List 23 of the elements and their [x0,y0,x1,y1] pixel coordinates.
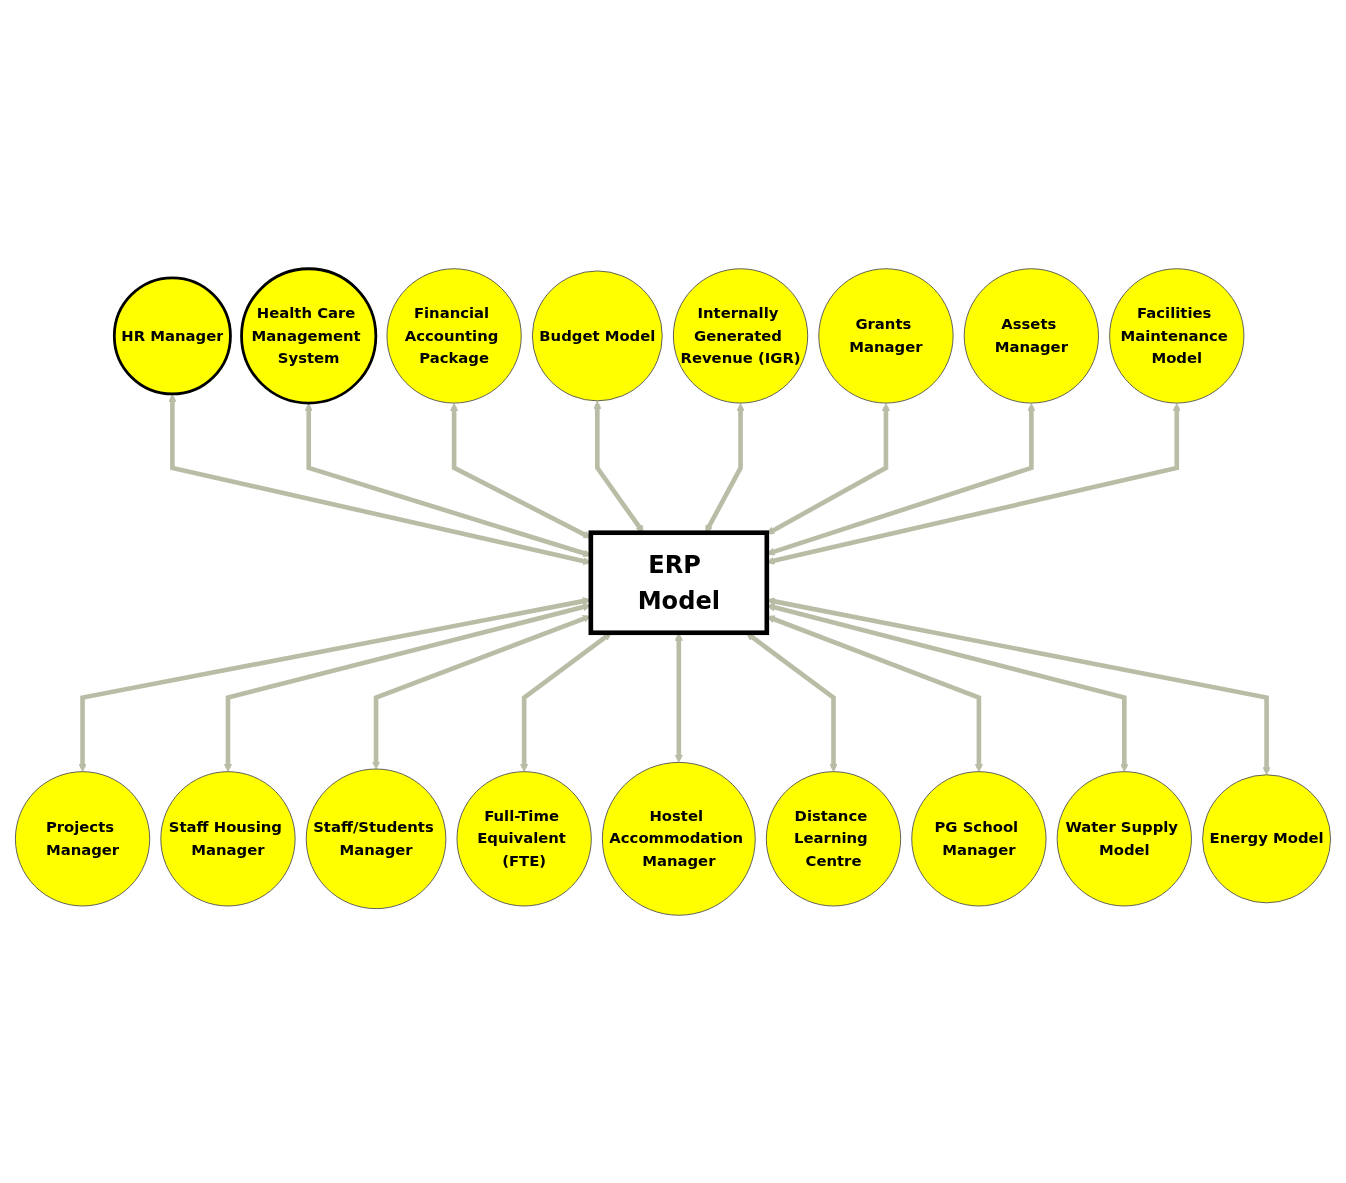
node-circle: Hostel Accommodation Manager [601,761,756,916]
arrow [766,402,1036,556]
node-circle: Internally Generated Revenue (IGR) [672,267,809,403]
node-circle: Grants Manager [818,267,954,403]
arrow [520,632,612,772]
node-circle: Health Care Management System [240,266,378,404]
node-circle: HR Manager [112,275,232,395]
node-circle: Water Supply Model [1056,770,1192,906]
arrow [766,402,1181,565]
node-box: ERP Model [588,529,770,635]
node-circle: Staff Housing Manager [160,770,296,906]
node-circle: Financial Accounting Package [386,267,522,403]
node-circle: Projects Manager [14,770,151,906]
node-circle: PG School Manager [911,770,1047,906]
arrow [766,402,891,534]
node-circle: Facilities Maintenance Model [1109,267,1245,403]
node-circle: Full-Time Equivalent (FTE) [456,770,592,906]
node-circle: Energy Model [1202,773,1332,903]
node-circle: Budget Model [531,270,663,401]
node-circle: Assets Manager [963,267,1099,403]
node-circle: Staff/Students Manager [305,768,447,909]
node-circle: Distance Learning Centre [765,770,902,906]
arrow [746,632,838,772]
